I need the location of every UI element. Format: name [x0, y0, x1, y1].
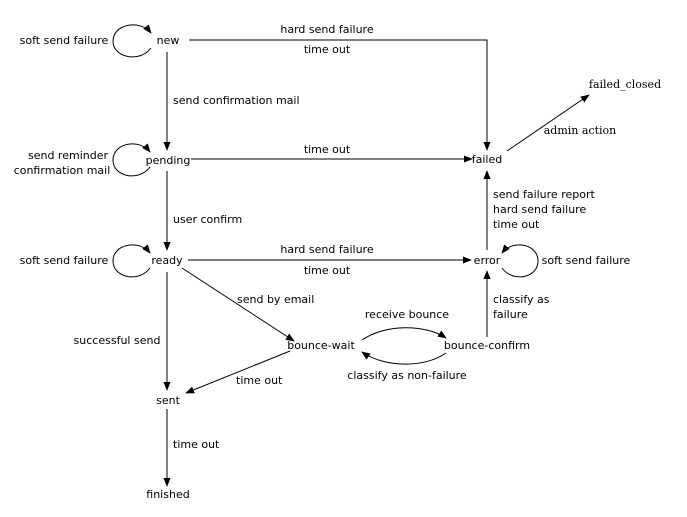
state-finished: finished	[146, 488, 189, 501]
state-sent: sent	[156, 394, 180, 407]
label-error-failed-3: time out	[493, 218, 540, 231]
edge-new-self-loop	[112, 24, 152, 58]
label-error-failed-2: hard send failure	[493, 203, 586, 216]
state-pending: pending	[146, 154, 191, 167]
label-pending-failed: time out	[304, 143, 351, 156]
state-ready: ready	[151, 254, 183, 267]
label-pending-self-1: send reminder	[28, 149, 108, 162]
edge-ready-bouncewait	[181, 267, 295, 342]
label-ready-error-top: hard send failure	[280, 243, 373, 256]
label-new-pending: send confirmation mail	[173, 94, 300, 107]
label-bouncewait-sent: time out	[236, 374, 283, 387]
edge-error-self-loop	[501, 244, 539, 278]
label-bounceconfirm-bouncewait: classify as non-failure	[347, 369, 467, 382]
edge-new-failed	[189, 39, 491, 151]
label-bounceconfirm-error-1: classify as	[493, 293, 550, 306]
label-failed-failedclosed: admin action	[544, 124, 617, 137]
edge-bouncewait-bounceconfirm	[361, 327, 447, 341]
edge-ready-self-loop	[112, 244, 151, 278]
label-pending-self-2: confirmation mail	[14, 164, 111, 177]
state-error: error	[474, 254, 501, 267]
label-bounceconfirm-error-2: failure	[493, 308, 528, 321]
label-ready-error-bottom: time out	[304, 264, 351, 277]
label-new-failed-bottom: time out	[304, 43, 351, 56]
edge-pending-self-loop	[112, 143, 151, 177]
state-bounce-wait: bounce-wait	[287, 339, 355, 352]
state-failed: failed	[472, 153, 502, 166]
label-error-self: soft send failure	[542, 254, 631, 267]
edge-bouncewait-sent	[185, 350, 291, 394]
label-error-failed-1: send failure report	[493, 188, 595, 201]
label-ready-sent: successful send	[74, 334, 161, 347]
label-new-failed-top: hard send failure	[280, 23, 373, 36]
label-new-self: soft send failure	[20, 34, 109, 47]
label-ready-bouncewait: send by email	[237, 293, 314, 306]
state-failed-closed: failed_closed	[589, 78, 661, 91]
label-sent-finished: time out	[173, 438, 220, 451]
state-bounce-confirm: bounce-confirm	[444, 339, 530, 352]
label-bouncewait-bounceconfirm: receive bounce	[365, 308, 449, 321]
edge-bounceconfirm-bouncewait	[361, 351, 447, 365]
label-ready-self: soft send failure	[20, 254, 109, 267]
label-pending-ready: user confirm	[173, 213, 242, 226]
state-new: new	[157, 34, 180, 47]
edge-failed-failedclosed	[506, 94, 590, 152]
